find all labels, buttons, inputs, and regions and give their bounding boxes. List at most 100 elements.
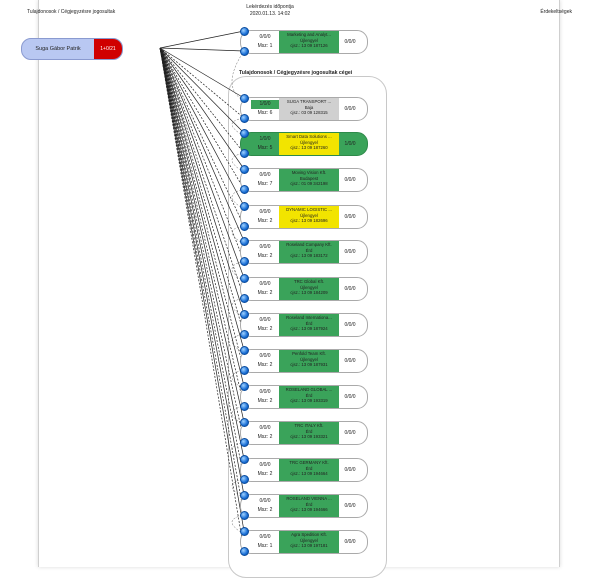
company-registry: cjsz.: 13 09 182696 xyxy=(290,218,328,223)
connection-line xyxy=(159,47,245,552)
company-city: Újlengyel xyxy=(300,212,318,218)
connector-pin-icon[interactable] xyxy=(240,491,249,500)
connector-pin-icon[interactable] xyxy=(240,27,249,36)
connector-pin-icon[interactable] xyxy=(240,185,249,194)
company-registry: cjsz.: 13 09 187931 xyxy=(290,362,328,367)
node-right-count: 0/0/0 xyxy=(344,467,356,473)
connector-pin-icon[interactable] xyxy=(240,129,249,138)
connector-pin-icon[interactable] xyxy=(240,237,249,246)
connector-pin-icon[interactable] xyxy=(240,165,249,174)
company-city: Újlengyel xyxy=(300,139,318,145)
node-ownership-count: 0/0/0 xyxy=(259,462,271,468)
company-city: Újlengyel xyxy=(300,37,318,43)
connector-pin-icon[interactable] xyxy=(240,47,249,56)
company-name: Agra Spedition Kft. xyxy=(291,532,327,537)
connector-pin-icon[interactable] xyxy=(240,257,249,266)
connector-pin-icon[interactable] xyxy=(240,114,249,123)
connector-pin-icon[interactable] xyxy=(240,294,249,303)
node-msz-count: Msz: 1 xyxy=(257,543,273,549)
connector-pin-icon[interactable] xyxy=(240,402,249,411)
node-right-count: 0/0/0 xyxy=(344,430,356,436)
connection-line xyxy=(159,47,245,119)
company-name: SUGA TRANSPORT ... xyxy=(286,99,332,104)
connector-pin-icon[interactable] xyxy=(240,94,249,103)
connector-pin-icon[interactable] xyxy=(240,274,249,283)
header-owners-label: Tulajdonosok / Cégjegyzésre jogosultak xyxy=(27,9,116,15)
connector-pin-icon[interactable] xyxy=(240,382,249,391)
query-time-value: 2020.01.13. 14:02 xyxy=(249,11,291,17)
company-name: Roseland Company Kft. xyxy=(286,242,332,247)
node-msz-count: Msz: 2 xyxy=(257,362,273,368)
connector-pin-icon[interactable] xyxy=(240,222,249,231)
connector-pin-icon[interactable] xyxy=(240,346,249,355)
node-ownership-count: 0/0/0 xyxy=(259,498,271,504)
node-right-count: 0/0/0 xyxy=(344,214,356,220)
company-registry: cjsz.: 13 09 194666 xyxy=(290,507,328,512)
company-city: Budapest xyxy=(299,175,319,181)
connector-pin-icon[interactable] xyxy=(240,310,249,319)
connector-pin-icon[interactable] xyxy=(240,202,249,211)
connector-pin-icon[interactable] xyxy=(240,418,249,427)
connection-line xyxy=(159,47,245,52)
connector-pin-icon[interactable] xyxy=(240,438,249,447)
node-ownership-count: 1/0/0 xyxy=(251,100,279,109)
company-registry: cjsz.: 13 09 184209 xyxy=(290,290,328,295)
connection-line xyxy=(159,47,245,242)
node-msz-count: Msz: 2 xyxy=(257,253,273,259)
connection-line xyxy=(159,47,245,407)
node-right-count: 0/0/0 xyxy=(344,358,356,364)
node-msz-count: Msz: 2 xyxy=(257,507,273,513)
person-node[interactable]: Suga Gábor Patrik 1+0/21 xyxy=(21,38,123,60)
company-name: Moving Vision Kft. xyxy=(291,170,327,175)
connection-line xyxy=(159,47,245,134)
connector-pin-icon[interactable] xyxy=(240,366,249,375)
connector-pin-icon[interactable] xyxy=(240,527,249,536)
connector-pin-icon[interactable] xyxy=(240,511,249,520)
node-msz-count: Msz: 7 xyxy=(257,181,273,187)
company-registry: cjsz.: 13 09 194664 xyxy=(290,471,328,476)
connection-line xyxy=(159,47,245,387)
node-right-count: 0/0/0 xyxy=(344,394,356,400)
connector-pin-icon[interactable] xyxy=(240,330,249,339)
node-ownership-count: 0/0/0 xyxy=(259,281,271,287)
company-city: Érd xyxy=(305,465,313,471)
connector-pin-icon[interactable] xyxy=(240,475,249,484)
connector-pin-icon[interactable] xyxy=(240,149,249,158)
connector-pin-icon[interactable] xyxy=(240,455,249,464)
node-msz-count: Msz: 1 xyxy=(257,43,273,49)
connection-line xyxy=(159,47,245,480)
node-right-count: 0/0/0 xyxy=(344,249,356,255)
connection-line xyxy=(159,47,245,335)
company-city: Érd xyxy=(305,501,313,507)
connector-pin-icon[interactable] xyxy=(240,547,249,556)
company-registry: cjsz.: 13 09 193319 xyxy=(290,398,328,403)
node-right-count: 0/0/0 xyxy=(344,177,356,183)
company-registry: cjsz.: 13 09 187260 xyxy=(290,145,328,150)
node-ownership-count: 0/0/0 xyxy=(259,353,271,359)
connection-line xyxy=(159,30,245,49)
node-msz-count: Msz: 2 xyxy=(257,471,273,477)
company-city: Érd xyxy=(305,392,313,398)
